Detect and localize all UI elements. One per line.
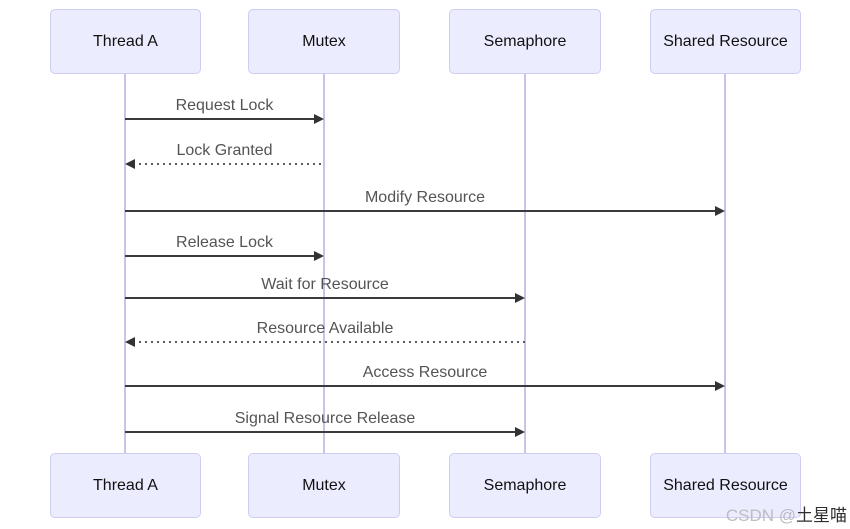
message-label: Resource Available: [256, 320, 394, 337]
actor-label: Semaphore: [483, 476, 567, 494]
actor-label: Thread A: [93, 32, 158, 50]
watermark-prefix: CSDN @: [725, 506, 796, 525]
actor-box-thread-a-top: Thread A: [50, 9, 201, 74]
message-line: [133, 163, 324, 165]
lifeline-mutex: [323, 74, 325, 453]
actor-box-shared-resource-bottom: Shared Resource: [650, 453, 801, 518]
message-line: [125, 431, 517, 433]
arrowhead-right-icon: [715, 206, 725, 216]
message-line: [125, 210, 717, 212]
arrowhead-right-icon: [515, 293, 525, 303]
actor-box-semaphore-top: Semaphore: [449, 9, 601, 74]
message-label: Wait for Resource: [261, 276, 389, 293]
message-label: Release Lock: [176, 234, 273, 251]
actor-label: Mutex: [302, 476, 346, 494]
arrowhead-right-icon: [314, 114, 324, 124]
actor-box-thread-a-bottom: Thread A: [50, 453, 201, 518]
actor-box-mutex-top: Mutex: [248, 9, 400, 74]
message-label: Lock Granted: [176, 142, 273, 159]
lifeline-semaphore: [524, 74, 526, 453]
message-line: [125, 385, 717, 387]
watermark-username: 土星喵: [796, 506, 847, 525]
actor-label: Shared Resource: [663, 476, 788, 494]
message-label: Request Lock: [175, 97, 274, 114]
message-line: [125, 297, 517, 299]
arrowhead-right-icon: [314, 251, 324, 261]
message-line: [125, 118, 316, 120]
message-label: Modify Resource: [364, 189, 486, 206]
lifeline-shared-resource: [724, 74, 726, 453]
actor-label: Semaphore: [483, 32, 567, 50]
message-line: [133, 341, 525, 343]
actor-box-mutex-bottom: Mutex: [248, 453, 400, 518]
actor-label: Shared Resource: [663, 32, 788, 50]
lifeline-thread-a: [124, 74, 126, 453]
message-label: Access Resource: [362, 364, 488, 381]
message-label: Signal Resource Release: [234, 410, 416, 427]
arrowhead-right-icon: [715, 381, 725, 391]
actor-box-semaphore-bottom: Semaphore: [449, 453, 601, 518]
actor-label: Mutex: [302, 32, 346, 50]
arrowhead-right-icon: [515, 427, 525, 437]
watermark: CSDN @土星喵: [726, 501, 847, 526]
actor-box-shared-resource-top: Shared Resource: [650, 9, 801, 74]
arrowhead-left-icon: [125, 159, 135, 169]
message-line: [125, 255, 316, 257]
arrowhead-left-icon: [125, 337, 135, 347]
actor-label: Thread A: [93, 476, 158, 494]
